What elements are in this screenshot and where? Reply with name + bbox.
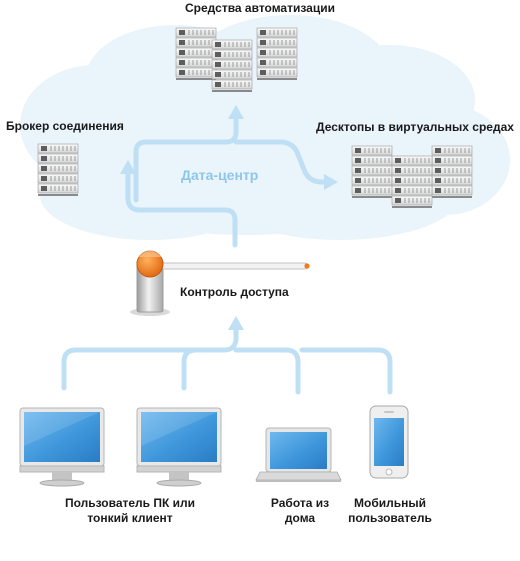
server-rack-icon-automation-left bbox=[176, 28, 216, 80]
smartphone-icon bbox=[369, 405, 409, 479]
pc-user-label-line1: Пользователь ПК или bbox=[64, 496, 196, 510]
access-control-label: Контроль доступа bbox=[180, 285, 289, 299]
pc-user-label: Пользователь ПК или тонкий клиент bbox=[40, 496, 220, 526]
bottom-arrows bbox=[61, 325, 393, 395]
server-rack-icon-desktops-left bbox=[352, 146, 392, 198]
broker-label: Брокер соединения bbox=[6, 119, 124, 133]
server-rack-icon-automation-right bbox=[257, 28, 297, 80]
automation-label: Средства автоматизации bbox=[185, 1, 335, 15]
laptop-icon bbox=[255, 427, 342, 482]
datacenter-label: Дата-центр bbox=[181, 167, 259, 183]
cloud-arrows bbox=[125, 113, 329, 248]
home-work-label-line2: дома bbox=[284, 511, 316, 525]
server-rack-icon-broker bbox=[38, 144, 78, 196]
mobile-user-label-line1: Мобильный bbox=[354, 496, 426, 510]
server-rack-icon-desktops-right bbox=[432, 146, 472, 198]
monitor-icon-right bbox=[136, 407, 222, 487]
server-rack-icon-automation-center bbox=[212, 40, 252, 92]
home-work-label: Работа из дома bbox=[250, 496, 350, 526]
monitor-icon-left bbox=[19, 407, 105, 487]
home-work-label-line1: Работа из bbox=[270, 496, 330, 510]
server-rack-icon-desktops-center bbox=[392, 156, 432, 208]
mobile-user-label: Мобильный пользователь bbox=[340, 496, 440, 526]
desktops-label: Десктопы в виртуальных средах bbox=[316, 120, 514, 134]
barrier-gate-icon bbox=[130, 250, 310, 316]
cloud-arrowheads bbox=[120, 105, 338, 190]
pc-user-label-line2: тонкий клиент bbox=[87, 511, 173, 525]
mobile-user-label-line2: пользователь bbox=[348, 511, 432, 525]
